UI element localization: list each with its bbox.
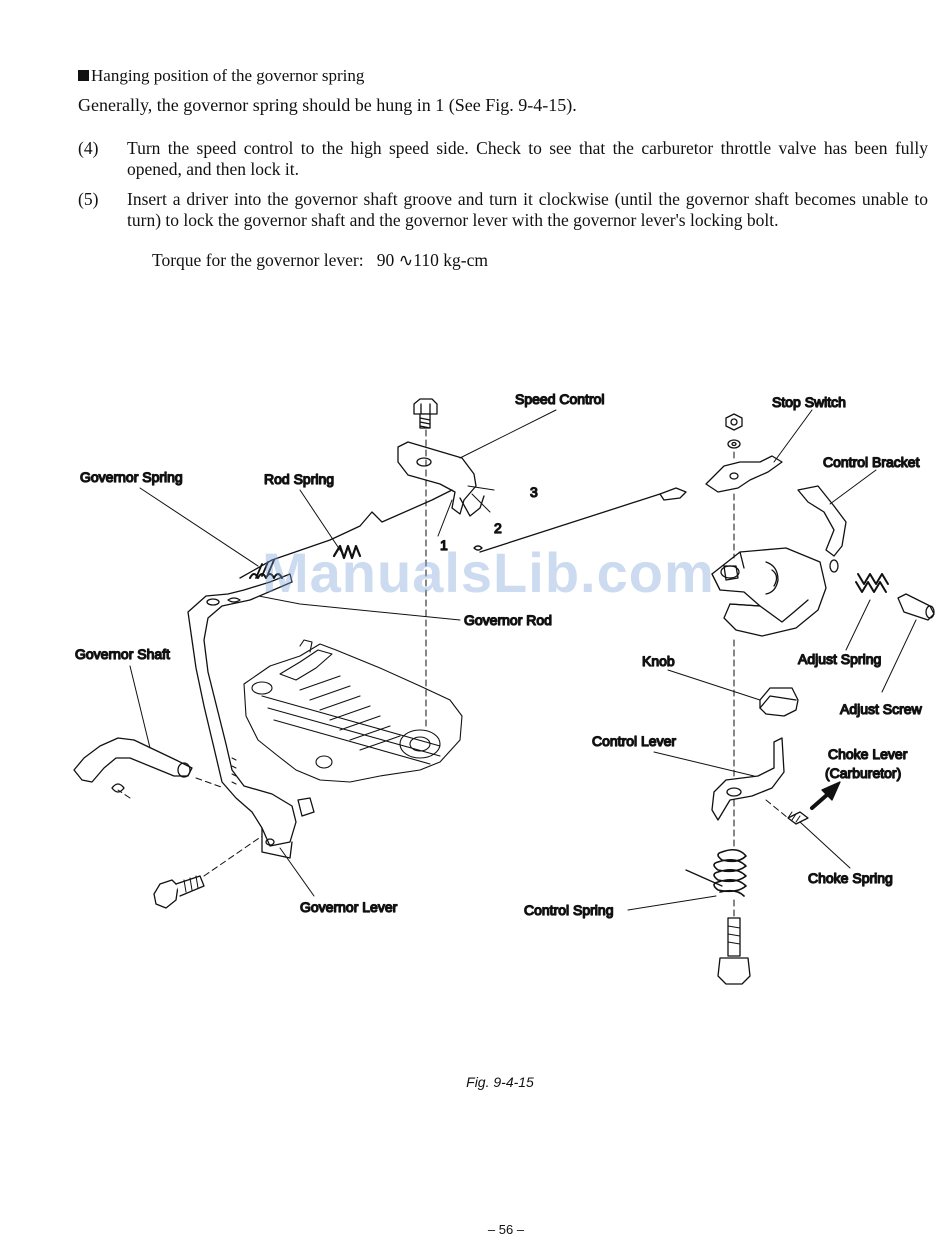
governor-shaft (73, 737, 193, 793)
choke-spring (787, 811, 809, 825)
label-choke-lever-carburetor: (Carburetor) (825, 765, 901, 781)
label-speed-control: Speed Control (515, 391, 605, 407)
stop-switch-nut (725, 413, 743, 449)
label-knob: Knob (642, 653, 675, 669)
page-number: – 56 – (487, 1222, 525, 1237)
rod-spring-coil (332, 544, 362, 560)
section-heading: Hanging position of the governor spring (78, 66, 364, 86)
intro-paragraph: Generally, the governor spring should be… (78, 95, 577, 115)
choke-lever-arrow (810, 781, 841, 810)
assembly-lines-right (733, 451, 789, 919)
figure-caption: Fig. 9-4-15 (466, 1074, 534, 1090)
label-control-spring: Control Spring (524, 902, 614, 918)
label-rod-spring: Rod Spring (264, 471, 334, 487)
step-text: Insert a driver into the governor shaft … (127, 189, 928, 230)
label-position-3: 3 (530, 484, 538, 500)
label-stop-switch: Stop Switch (772, 394, 846, 410)
torque-label: Torque for the governor lever: (152, 250, 364, 270)
control-bracket (711, 485, 847, 637)
adjust-spring (855, 573, 889, 593)
adjust-screw (897, 593, 935, 621)
label-governor-lever: Governor Lever (300, 899, 398, 915)
step-number: (4) (78, 138, 99, 158)
control-bolt (717, 917, 751, 985)
torque-value: 90 ∿110 kg-cm (376, 250, 488, 270)
stop-switch (705, 455, 783, 493)
label-control-lever: Control Lever (592, 733, 676, 749)
control-spring (685, 848, 747, 897)
control-lever (711, 737, 785, 821)
assembly-lines-left (117, 429, 427, 877)
governor-rod-line (239, 489, 453, 579)
label-control-bracket: Control Bracket (823, 454, 920, 470)
label-choke-spring: Choke Spring (808, 870, 893, 886)
speed-control-plate (397, 441, 485, 517)
step-5: (5) Insert a driver into the governor sh… (78, 189, 928, 230)
leader-lines (129, 409, 917, 911)
label-position-2: 2 (494, 520, 502, 536)
governor-lever (187, 573, 297, 859)
label-governor-shaft: Governor Shaft (75, 646, 170, 662)
label-position-1: 1 (440, 537, 448, 553)
step-number: (5) (78, 189, 99, 209)
governor-lever-bolt (153, 875, 205, 909)
label-adjust-screw: Adjust Screw (840, 701, 923, 717)
step-4: (4) Turn the speed control to the high s… (78, 138, 928, 179)
step-text: Turn the speed control to the high speed… (127, 138, 928, 179)
choke-wire (473, 487, 687, 553)
square-bullet-icon (78, 70, 89, 81)
knob (759, 687, 799, 717)
label-governor-spring: Governor Spring (80, 469, 183, 485)
section-heading-text: Hanging position of the governor spring (91, 66, 365, 85)
torque-spec: Torque for the governor lever: 90 ∿110 k… (152, 250, 488, 271)
watermark: ManualsLib.com (262, 541, 715, 604)
governor-spring-coil (249, 559, 283, 579)
label-adjust-spring: Adjust Spring (798, 651, 881, 667)
speed-control-bolt (413, 398, 438, 429)
label-governor-rod: Governor Rod (464, 612, 552, 628)
lever-nut (297, 797, 315, 817)
label-choke-lever: Choke Lever (828, 746, 908, 762)
cylinder-block (243, 639, 463, 783)
